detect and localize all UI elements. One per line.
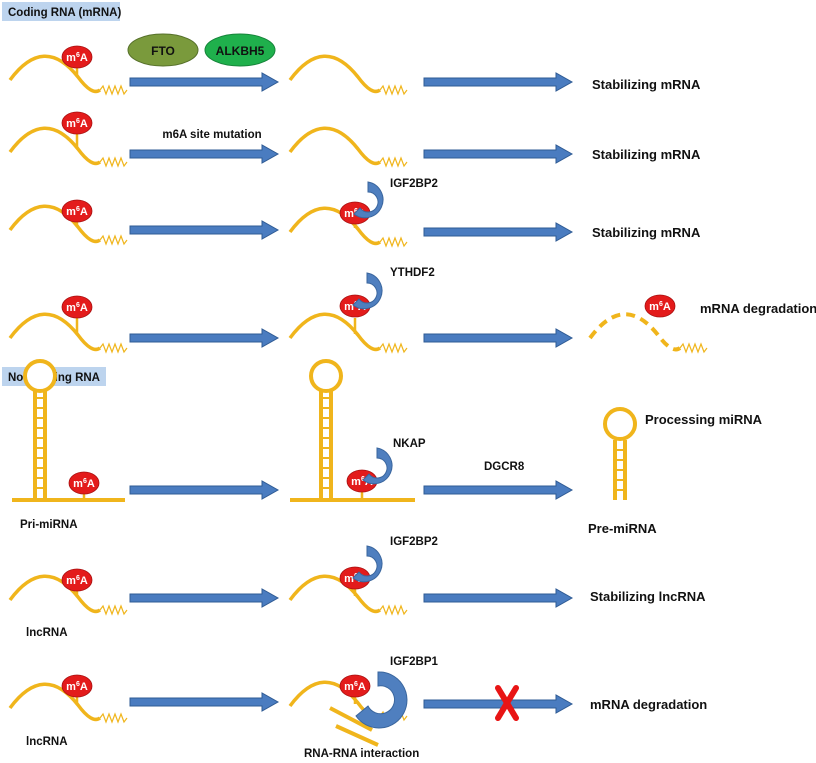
process-arrow <box>129 480 279 500</box>
process-arrow <box>423 480 573 500</box>
process-arrow <box>423 328 573 348</box>
igf2bp2-label: IGF2BP2 <box>390 536 438 548</box>
mrna-strand <box>290 56 407 94</box>
process-arrow <box>129 144 279 164</box>
rna-rna-interaction-label: RNA-RNA interaction <box>304 748 419 760</box>
alkbh5-enzyme <box>204 33 276 67</box>
process-arrow <box>129 692 279 712</box>
outcome-label: Processing miRNA <box>645 412 763 427</box>
igf2bp1-reader-icon <box>355 671 408 729</box>
coding-section-title: Coding RNA (mRNA) <box>8 7 121 19</box>
m6a-oval <box>61 295 93 319</box>
m6a-mark: m6A <box>61 674 93 698</box>
m6a-text: m6A <box>344 681 366 693</box>
ythdf2-reader-icon <box>352 272 383 310</box>
pri-mirna-label: Pri-miRNA <box>20 519 78 531</box>
outcome-label: Stabilizing lncRNA <box>590 589 706 604</box>
m6a-text: m6A <box>649 301 671 313</box>
m6a-text: m6A <box>66 681 88 693</box>
outcome-label: Stabilizing mRNA <box>592 147 701 162</box>
coding-section-bg <box>2 2 120 21</box>
igf2bp2-reader-icon <box>352 545 383 583</box>
process-arrow <box>423 144 573 164</box>
process-arrow <box>423 222 573 242</box>
fto-enzyme <box>127 33 199 67</box>
pre-mirna-hairpin <box>603 407 637 500</box>
m6a-oval <box>68 471 100 495</box>
m6a-oval <box>61 111 93 135</box>
m6a-oval <box>339 674 371 698</box>
process-arrow <box>129 220 279 240</box>
process-arrow <box>129 72 279 92</box>
outcome-label: mRNA degradation <box>590 697 707 712</box>
interacting-rna-strand <box>329 706 379 747</box>
alkbh5-label: ALKBH5 <box>216 44 265 58</box>
site-mutation-label: m6A site mutation <box>162 129 261 141</box>
fto-label: FTO <box>151 44 175 58</box>
m6a-oval <box>61 45 93 69</box>
mrna-strand <box>10 128 127 166</box>
hairpin <box>23 359 57 502</box>
m6a-mark: m6A <box>61 199 93 223</box>
ythdf2-label: YTHDF2 <box>390 267 435 279</box>
m6a-text: m6A <box>66 52 88 64</box>
lncrna-label: lncRNA <box>26 736 68 748</box>
m6a-mark: m6A <box>61 295 93 319</box>
m6a-mark: m6A <box>644 294 676 318</box>
mrna-strand <box>10 314 127 352</box>
m6a-text: m6A <box>66 118 88 130</box>
nkap-label: NKAP <box>393 438 426 450</box>
m6a-mark: m6A <box>339 674 371 698</box>
process-arrow <box>423 72 573 92</box>
process-arrow <box>129 588 279 608</box>
process-arrow <box>129 328 279 348</box>
outcome-label: mRNA degradation <box>700 301 816 316</box>
m6a-text: m6A <box>73 478 95 490</box>
process-arrow <box>423 694 573 714</box>
outcome-label: Stabilizing mRNA <box>592 225 701 240</box>
m6a-oval <box>61 199 93 223</box>
igf2bp2-reader-icon <box>353 181 384 219</box>
igf2bp1-label: IGF2BP1 <box>390 656 439 668</box>
dgcr8-label: DGCR8 <box>484 461 525 473</box>
nkap-reader-icon <box>362 447 393 485</box>
m6a-oval <box>61 568 93 592</box>
pre-mirna-label: Pre-miRNA <box>588 521 657 536</box>
degraded-mrna-strand <box>590 314 707 352</box>
igf2bp2-label: IGF2BP2 <box>390 178 438 190</box>
m6a-oval <box>61 674 93 698</box>
m6a-mark: m6A <box>61 111 93 135</box>
block-x-icon <box>495 685 519 721</box>
mrna-strand <box>290 128 407 166</box>
m6a-text: m6A <box>66 575 88 587</box>
m6a-mark: m6A <box>61 45 93 69</box>
mrna-strand <box>290 314 407 352</box>
outcome-label: Stabilizing mRNA <box>592 77 701 92</box>
m6a-text: m6A <box>66 206 88 218</box>
lncrna-label: lncRNA <box>26 627 68 639</box>
m6a-mark: m6A <box>61 568 93 592</box>
m6a-text: m6A <box>66 302 88 314</box>
process-arrow <box>423 588 573 608</box>
m6a-mark: m6A <box>68 471 100 495</box>
hairpin <box>309 359 343 502</box>
m6a-oval <box>644 294 676 318</box>
